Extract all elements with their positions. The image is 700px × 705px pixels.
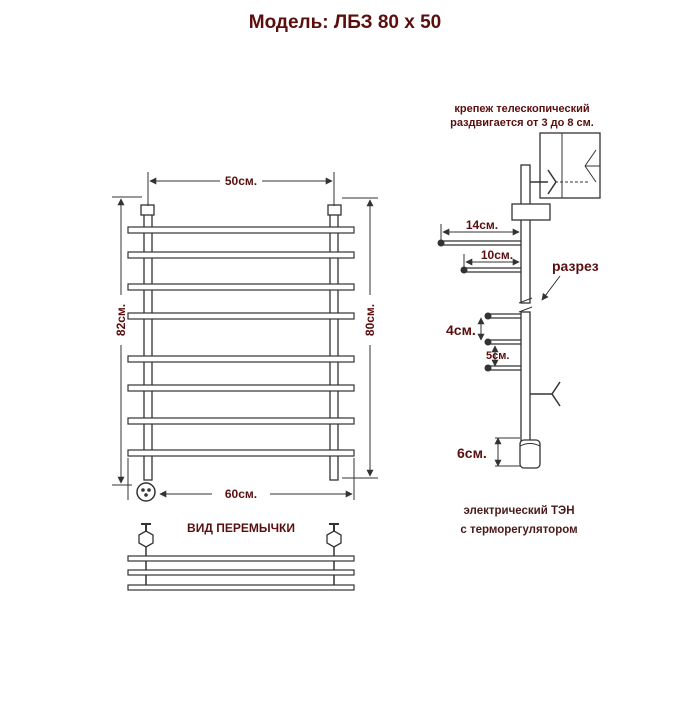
jumper-view-label: ВИД ПЕРЕМЫЧКИ [187, 521, 295, 535]
dim-height-left: 82см. [114, 304, 128, 336]
heater-label-line2: с терморегулятором [460, 524, 577, 536]
heater-connector-symbol [136, 482, 156, 502]
jumper-bar [127, 555, 355, 562]
jumper-bar [127, 584, 355, 591]
arm-10 [460, 266, 521, 274]
right-top-cap [327, 204, 342, 216]
dim-5: 5см. [486, 350, 509, 362]
wall-mount-bracket [530, 132, 601, 199]
dim-14: 14см. [466, 218, 498, 232]
lower-wall-mount [530, 381, 561, 407]
mount-note-line1: крепеж телескопический [454, 103, 589, 115]
mount-note-line2: раздвигается от 3 до 8 см. [450, 117, 594, 129]
jumper-view: ВИД ПЕРЕМЫЧКИ [127, 521, 355, 591]
front-view: 50см. 60см. 82см. 80см. [112, 172, 378, 502]
rung [127, 384, 355, 392]
left-vertical-pipe [143, 207, 153, 481]
dim-width-bottom: 60см. [225, 487, 257, 501]
dim-4: 4см. [446, 322, 476, 338]
dim-6: 6см. [457, 445, 487, 461]
right-vertical-pipe [329, 207, 339, 481]
heater-label-line1: электрический ТЭН [463, 505, 574, 517]
mount-clamp [511, 203, 551, 221]
rung [127, 417, 355, 425]
rung [127, 355, 355, 363]
rung [127, 283, 355, 291]
side-view: крепеж телескопический раздвигается от 3… [437, 103, 601, 536]
pipe-cut-marks [518, 297, 533, 313]
arm-5 [484, 364, 521, 372]
left-top-cap [140, 204, 155, 216]
side-pipe-lower [520, 311, 531, 443]
right-fitting [326, 523, 342, 590]
jumper-bar [127, 569, 355, 576]
side-pipe-upper [520, 164, 531, 304]
rung [127, 449, 355, 457]
dim-10: 10см. [481, 248, 513, 262]
arm-4-upper [484, 312, 521, 320]
horizontal-bars [127, 226, 355, 457]
dim-width-top: 50см. [225, 174, 257, 188]
page-title: Модель: ЛБЗ 80 х 50 [249, 12, 441, 33]
arm-4-lower [484, 338, 521, 346]
rung [127, 251, 355, 259]
rung [127, 226, 355, 234]
heater-element [519, 439, 541, 469]
rung [127, 312, 355, 320]
left-fitting [138, 523, 154, 590]
arm-14 [437, 239, 521, 247]
cut-label: разрез [552, 258, 599, 274]
dim-height-right: 80см. [363, 304, 377, 336]
